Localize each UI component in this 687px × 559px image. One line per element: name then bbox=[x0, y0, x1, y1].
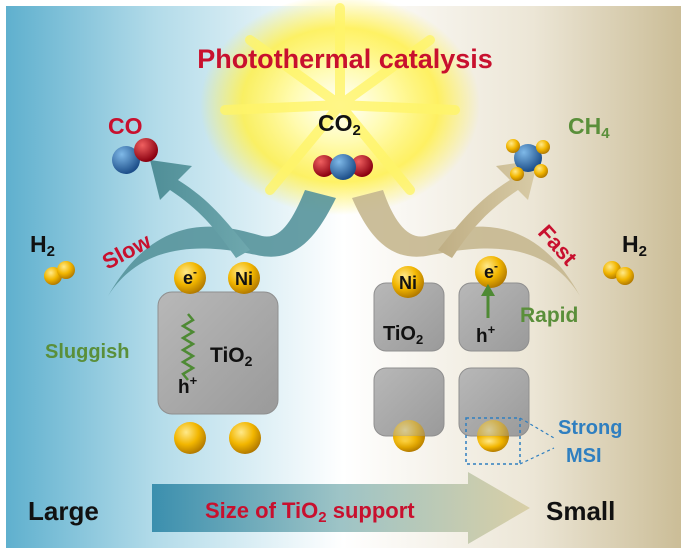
co2-label: CO2 bbox=[318, 110, 361, 139]
msi-label-line1: Strong bbox=[558, 417, 622, 439]
left-bottom-ni-icon-2 bbox=[229, 422, 261, 454]
right-tio2-label: TiO2 bbox=[383, 323, 423, 347]
right-ni-label: Ni bbox=[399, 273, 417, 293]
ch4-formation-arrow bbox=[438, 160, 538, 258]
h2-left-label: H2 bbox=[30, 231, 55, 260]
msi-highlight-box bbox=[465, 417, 521, 465]
diagram-title: Photothermal catalysis bbox=[197, 44, 493, 74]
small-tio2-particles: Ni TiO2 e- h+ bbox=[373, 256, 555, 465]
size-large-label: Large bbox=[28, 496, 99, 526]
right-electron-site-icon bbox=[475, 256, 507, 288]
h2-to-co2-arrow-left bbox=[108, 190, 336, 296]
rapid-label: Rapid bbox=[520, 304, 578, 327]
msi-callout-line-top bbox=[519, 417, 555, 439]
h2-left-molecule-icon bbox=[44, 261, 75, 285]
co-molecule-icon bbox=[112, 138, 158, 174]
h2-right-label: H2 bbox=[622, 231, 647, 260]
small-tio2-block-top-right bbox=[458, 282, 530, 352]
right-ni-nanoparticle-icon bbox=[392, 266, 424, 298]
sluggish-label: Sluggish bbox=[45, 341, 129, 363]
msi-label-line2: MSI bbox=[566, 445, 602, 467]
embedded-ni-left-top-icon bbox=[393, 420, 425, 452]
h2-to-co2-arrow-right bbox=[352, 190, 580, 296]
left-tio2-label: TiO2 bbox=[210, 344, 253, 369]
rapid-arrow-head-icon bbox=[481, 284, 495, 296]
sluggish-transfer-wave-icon bbox=[180, 313, 196, 381]
size-axis-caption: Size of TiO2 support bbox=[205, 498, 415, 526]
right-electron-label: e- bbox=[484, 259, 498, 282]
ch4-label: CH4 bbox=[568, 113, 610, 142]
left-bottom-ni-icon bbox=[174, 422, 206, 454]
size-small-label: Small bbox=[546, 496, 615, 526]
size-arrow-bar bbox=[152, 472, 530, 544]
co-label: CO bbox=[108, 113, 143, 139]
co-formation-arrow bbox=[150, 160, 250, 258]
embedded-ni-right-icon bbox=[477, 436, 509, 452]
left-hole-label: h+ bbox=[178, 373, 198, 398]
co2-molecule-icon bbox=[313, 154, 373, 180]
large-tio2-particle: e- Ni h+ TiO2 bbox=[157, 262, 279, 454]
ch4-molecule-icon bbox=[506, 139, 550, 181]
ni-electron-site-icon bbox=[174, 262, 206, 294]
left-ni-nanoparticle-icon bbox=[228, 262, 260, 294]
left-ni-label: Ni bbox=[235, 269, 253, 289]
sun-rays bbox=[220, 3, 460, 195]
msi-callout-line-bottom bbox=[519, 447, 555, 465]
h2-right-molecule-icon bbox=[603, 261, 634, 285]
left-electron-label: e- bbox=[183, 265, 197, 288]
right-hole-label: h+ bbox=[476, 322, 496, 347]
